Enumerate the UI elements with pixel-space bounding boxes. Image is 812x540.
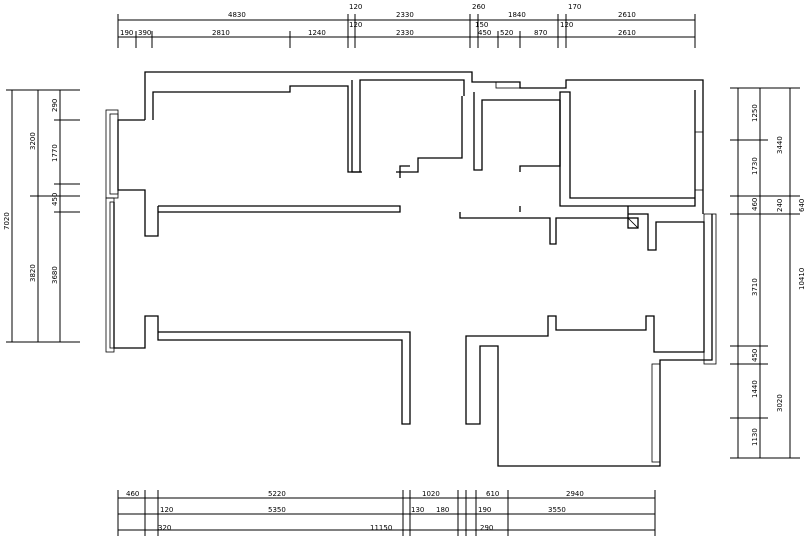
dim-bottom-5350: 5350: [268, 506, 286, 514]
dim-bottom-5220: 5220: [268, 490, 286, 498]
dim-top-120c: 120: [560, 21, 573, 29]
dim-bottom-11150: 11150: [370, 524, 392, 532]
right-dimensions: 1250 1730 460 3710 450 1440 1130 3440 24…: [730, 87, 806, 459]
dim-top-120: 120: [349, 3, 362, 11]
dim-bottom-190: 190: [478, 506, 491, 514]
dim-top-4830: 4830: [228, 11, 246, 19]
dim-right-3440: 3440: [776, 136, 784, 154]
dim-left-290: 290: [51, 99, 59, 112]
dim-top-260: 260: [472, 3, 485, 11]
dim-top-450: 450: [478, 29, 491, 37]
dim-bottom-320: 320: [158, 524, 171, 532]
dim-left-3680: 3680: [51, 266, 59, 284]
dim-top-2610b: 2610: [618, 29, 636, 37]
dim-left-7020: 7020: [3, 212, 11, 230]
dim-top-170: 170: [568, 3, 581, 11]
dim-top-2330: 2330: [396, 11, 414, 19]
window-right-balcony: [703, 213, 717, 365]
dim-right-1250: 1250: [751, 104, 759, 122]
dim-top-1840: 1840: [508, 11, 526, 19]
dim-bottom-2940: 2940: [566, 490, 584, 498]
dim-right-460: 460: [751, 198, 759, 211]
dim-top-190: 190: [120, 29, 133, 37]
dim-bottom-120: 120: [160, 506, 173, 514]
dim-left-1770: 1770: [51, 144, 59, 162]
dim-left-3200: 3200: [29, 132, 37, 150]
dim-top-1240: 1240: [308, 29, 326, 37]
top-dimension-row-1: 4830 120 2330 260 1840 170 2610: [117, 3, 696, 48]
dim-top-2330b: 2330: [396, 29, 414, 37]
dim-right-240: 240: [776, 199, 784, 212]
dim-bottom-180: 180: [436, 506, 449, 514]
dim-right-10410: 10410: [798, 268, 806, 290]
exterior-walls: [113, 71, 713, 467]
window-right-lower: [651, 363, 661, 463]
dim-left-450: 450: [51, 193, 59, 206]
dim-right-450: 450: [751, 349, 759, 362]
dim-top-390: 390: [138, 29, 151, 37]
window-left-upper: [109, 113, 119, 195]
dim-left-3820: 3820: [29, 264, 37, 282]
shaft-box: [627, 217, 639, 229]
dim-bottom-290: 290: [480, 524, 493, 532]
top-dimension-row-2: 190 390 2810 1240 120 2330 150 450 520 8…: [118, 21, 695, 48]
left-dimensions: 7020 3200 3820 290 1770 450 3680: [3, 89, 80, 343]
dim-right-3020: 3020: [776, 394, 784, 412]
window-right-upper: [694, 131, 704, 191]
dim-top-2610: 2610: [618, 11, 636, 19]
dim-top-150: 150: [475, 21, 488, 29]
interior-walls: [158, 80, 629, 245]
dim-right-1130: 1130: [751, 428, 759, 446]
dim-right-1730: 1730: [751, 157, 759, 175]
window-left-lower-inner: [109, 201, 115, 349]
dim-right-640: 640: [798, 199, 806, 212]
dim-right-3710: 3710: [751, 278, 759, 296]
dim-bottom-130: 130: [411, 506, 424, 514]
windows: [105, 81, 717, 463]
dim-bottom-1020: 1020: [422, 490, 440, 498]
dim-top-870: 870: [534, 29, 547, 37]
dim-right-1440: 1440: [751, 380, 759, 398]
dim-bottom-460: 460: [126, 490, 139, 498]
window-top: [495, 81, 521, 89]
dim-bottom-610: 610: [486, 490, 499, 498]
dim-bottom-3550: 3550: [548, 506, 566, 514]
dim-top-520: 520: [500, 29, 513, 37]
dim-top-2810: 2810: [212, 29, 230, 37]
window-left-upper-outer: [105, 109, 119, 199]
bottom-dimensions: 460 5220 1020 610 2940 120 5350 130 180 …: [117, 490, 656, 536]
dim-top-120b: 120: [349, 21, 362, 29]
